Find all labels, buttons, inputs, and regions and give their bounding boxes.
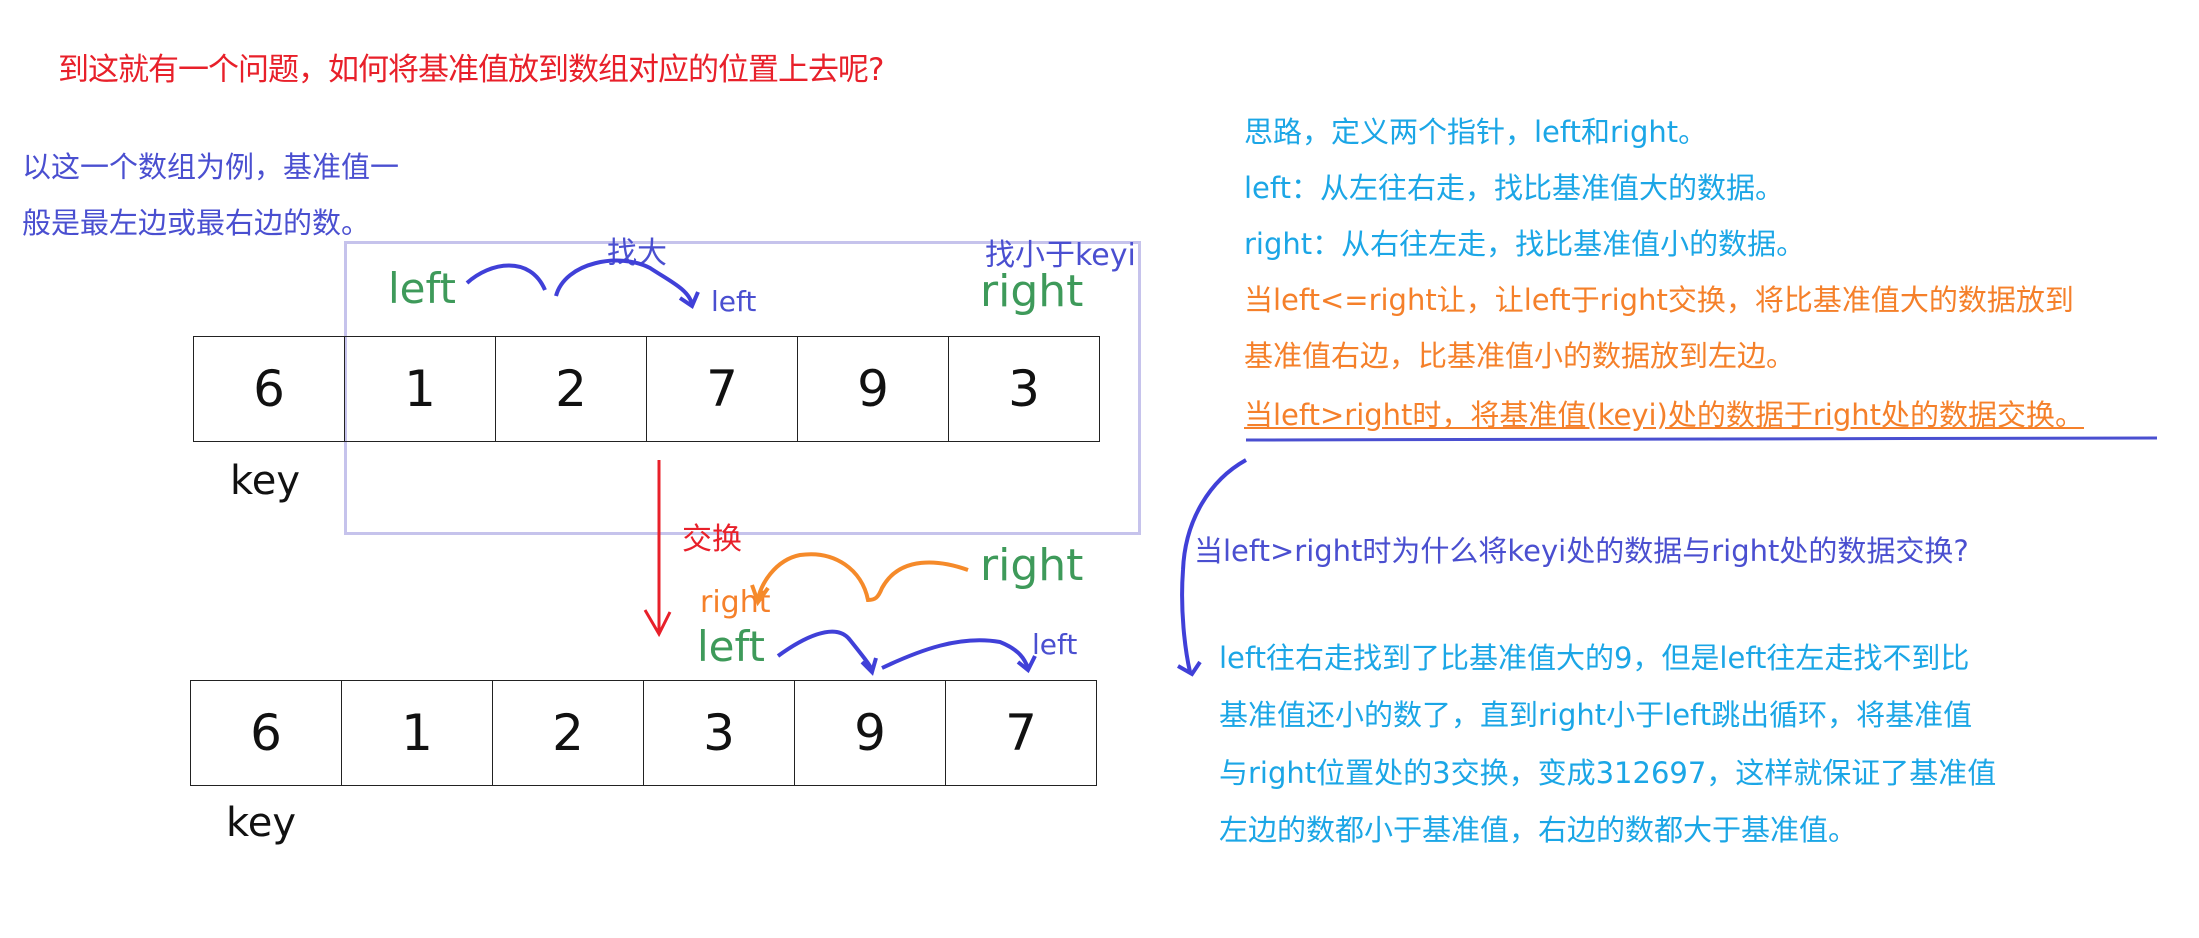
key-label-top: key [230, 458, 301, 504]
find-big-label: 找大 [607, 236, 667, 271]
array-cell: 9 [798, 337, 949, 441]
note-underline [1245, 436, 2158, 442]
right-hop-arrow [756, 552, 969, 603]
array-cell: 6 [191, 681, 342, 785]
array-cell: 7 [1005, 704, 1037, 762]
answer-line-1: left往右走找到了比基准值大的9，但是left往左走找不到比 [1219, 641, 1970, 675]
note-line-1: 思路，定义两个指针，left和right。 [1244, 115, 1708, 149]
bottom-array: 6 1 2 3 9 7 [190, 680, 1097, 786]
array-cell: 9 [795, 681, 946, 785]
array-cell: 3 [1008, 360, 1040, 418]
left-moved-label-bottom: left [1032, 628, 1078, 661]
array-cell: 1 [342, 681, 493, 785]
right-pointer-label: right [980, 266, 1084, 317]
top-array: 6 1 2 7 9 3 [193, 336, 1100, 442]
left-hop-arrow-4 [881, 638, 1030, 670]
note-line-6: 当left>right时，将基准值(keyi)处的数据于right处的数据交换。 [1244, 398, 2084, 432]
array-cell: 7 [647, 337, 798, 441]
array-cell: 1 [345, 337, 496, 441]
arrowhead-icon [1016, 655, 1037, 674]
question-text: 当left>right时为什么将keyi处的数据与right处的数据交换? [1194, 534, 1969, 568]
swap-label: 交换 [682, 522, 742, 557]
left-pointer-label: left [388, 264, 457, 313]
answer-line-4: 左边的数都小于基准值，右边的数都大于基准值。 [1219, 813, 1858, 847]
find-small-label: 找小于keyi [985, 238, 1136, 273]
left-hop-arrow-2 [554, 258, 694, 306]
note-line-5: 基准值右边，比基准值小的数据放到左边。 [1244, 339, 1796, 373]
note-line-2: left：从左往右走，找比基准值大的数据。 [1244, 171, 1784, 205]
answer-line-3: 与right位置处的3交换，变成312697，这样就保证了基准值 [1219, 756, 1997, 790]
left-moved-label: left [711, 285, 757, 318]
array-cell: 3 [644, 681, 795, 785]
right-pointer-label-bottom: right [980, 540, 1084, 591]
arrowhead-icon [750, 584, 770, 607]
left-hop-arrow-1 [465, 263, 547, 291]
left-pointer-label-bottom: left [697, 622, 766, 671]
arrowhead-icon [860, 657, 878, 676]
arrowhead-icon [1177, 660, 1202, 677]
page-title: 到这就有一个问题，如何将基准值放到数组对应的位置上去呢? [58, 52, 884, 88]
bracket-arrow [1180, 458, 1247, 673]
left-hop-arrow-3 [776, 629, 874, 671]
intro-line-2: 般是最左边或最右边的数。 [22, 206, 371, 240]
note-line-4: 当left<=right让，让left于right交换，将比基准值大的数据放到 [1244, 283, 2074, 317]
array-cell: 2 [493, 681, 644, 785]
array-cell: 2 [496, 337, 647, 441]
arrowhead-icon [643, 609, 672, 638]
array-cell: 6 [194, 337, 345, 441]
arrowhead-icon [678, 291, 700, 309]
key-label-bottom: key [226, 800, 297, 846]
intro-line-1: 以这一个数组为例，基准值一 [22, 150, 400, 184]
note-line-3: right：从右往左走，找比基准值小的数据。 [1244, 227, 1806, 261]
answer-line-2: 基准值还小的数了，直到right小于left跳出循环，将基准值 [1219, 698, 1973, 732]
pointer-range-box [344, 241, 1141, 535]
